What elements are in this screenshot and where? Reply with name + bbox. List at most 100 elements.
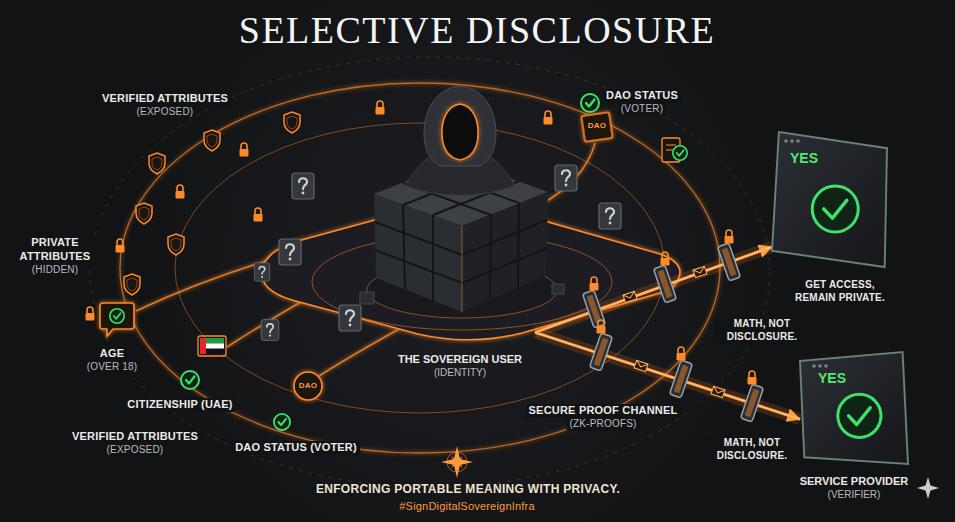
check-circle — [838, 394, 881, 437]
illustration-part — [711, 386, 725, 397]
illustration-part — [206, 349, 224, 354]
illustration-part — [261, 320, 279, 341]
annotation-label: SECURE PROOF CHANNEL — [526, 404, 681, 418]
annotation-label: DAO STATUS (VOTER) — [232, 441, 360, 455]
diagram-title: SELECTIVE DISCLOSURE — [239, 8, 716, 52]
illustration-part — [653, 265, 676, 303]
illustration-part — [200, 338, 206, 354]
annotation-label: (HIDDEN) — [29, 264, 82, 277]
annotation-label: AGE — [97, 347, 127, 361]
illustration-part — [673, 146, 687, 160]
window-dot — [790, 139, 794, 143]
annotation-label: MATH, NOT DISCLOSURE. — [713, 318, 811, 343]
illustration-part — [555, 165, 577, 191]
illustration-part — [666, 145, 676, 146]
check-mark — [824, 200, 847, 218]
illustration-part — [748, 371, 757, 385]
illustration-part — [204, 130, 220, 151]
annotation-label: (VOTER) — [618, 103, 667, 116]
illustration-part — [240, 143, 249, 157]
illustration-part — [292, 173, 314, 199]
illustration-part — [136, 203, 152, 224]
check-circle — [812, 186, 858, 232]
annotation-label: MATH, NOT DISCLOSURE. — [703, 437, 801, 462]
illustration-part — [518, 203, 519, 288]
annotation-label: GET ACCESS, REMAIN PRIVATE. — [785, 279, 895, 304]
illustration-part — [274, 414, 290, 430]
illustration-part — [599, 203, 621, 229]
annotation-label: CITIZENSHIP (UAE) — [124, 398, 235, 412]
screen-outline — [772, 132, 887, 267]
illustration-part — [462, 248, 547, 283]
annotation-label: (EXPOSED) — [134, 106, 197, 119]
annotation-label: #SignDigitalSovereignInfra — [399, 500, 534, 514]
illustration-part — [124, 274, 140, 295]
annotation-label: (OVER 18) — [84, 361, 141, 374]
illustration-part — [441, 446, 473, 478]
node-heading: SERVICE PROVIDER(VERIFIER) — [800, 474, 909, 502]
screen-outline — [800, 352, 908, 464]
illustration-part — [86, 307, 95, 321]
illustration-part — [669, 360, 692, 398]
diagram-caption: ENFORCING PORTABLE MEANING WITH PRIVACY. — [316, 482, 620, 496]
illustration-part — [677, 347, 686, 361]
illustration-part — [424, 86, 496, 166]
illustration-part — [544, 111, 553, 125]
screen-glow — [800, 352, 908, 464]
age-bubble — [100, 303, 134, 336]
illustration-part — [374, 194, 462, 312]
illustration-part — [206, 338, 224, 343]
annotation-label: (ZK-PROOFS) — [566, 418, 639, 431]
window-dot — [796, 139, 800, 143]
illustration-part — [623, 291, 637, 302]
illustration-part — [120, 83, 720, 453]
illustration-part — [116, 239, 125, 253]
illustration-part — [490, 215, 491, 300]
sovereign-user: THE SOVEREIGN USER(IDENTITY) — [385, 90, 535, 382]
illustration-part — [552, 284, 564, 294]
illustration-part — [442, 104, 478, 160]
annotation-label: DAO — [299, 381, 317, 391]
illustration-part — [375, 222, 462, 255]
screen-panel — [772, 132, 887, 267]
illustration-part — [198, 336, 226, 356]
illustration-part — [254, 208, 263, 222]
illustration-part — [597, 320, 606, 334]
illustration-part — [149, 153, 165, 174]
illustration-part — [90, 57, 770, 487]
annotation-label: VERIFIED ATTRIBUTES — [69, 430, 201, 444]
window-dot — [812, 364, 816, 368]
node-subtitle: (IDENTITY) — [434, 366, 486, 380]
illustration-part — [254, 263, 269, 281]
screen-glow — [772, 132, 887, 267]
window-dot — [824, 364, 828, 368]
verifier-screen: YES — [772, 132, 887, 267]
illustration-part — [284, 112, 300, 133]
verifier-screen: YESSERVICE PROVIDER(VERIFIER) — [800, 352, 908, 464]
dao-document — [581, 112, 612, 142]
illustration-part — [279, 239, 301, 265]
illustration-part — [725, 230, 734, 244]
illustration-part — [740, 384, 763, 422]
hooded-figure — [405, 86, 515, 196]
illustration-part — [462, 226, 463, 312]
illustration-part — [403, 205, 405, 289]
illustration-part — [176, 185, 185, 199]
status-text: YES — [790, 150, 818, 166]
illustration-part — [693, 266, 707, 277]
annotation-label: PRIVATE ATTRIBUTES — [11, 236, 99, 264]
annotation-label: VERIFIED ATTRIBUTES — [99, 92, 231, 106]
illustration-part — [360, 292, 374, 304]
illustration-part — [582, 290, 605, 328]
node-subtitle: (VERIFIER) — [828, 488, 881, 502]
illustration-part — [181, 371, 199, 389]
illustration-part — [589, 333, 612, 371]
uae-flag — [198, 336, 226, 356]
node-title: THE SOVEREIGN USER — [398, 352, 522, 366]
annotation-label: DAO STATUS — [603, 89, 681, 103]
illustration-part — [581, 94, 599, 112]
illustration-part — [540, 143, 595, 205]
dao-token — [294, 372, 322, 400]
illustration-part — [110, 309, 124, 323]
